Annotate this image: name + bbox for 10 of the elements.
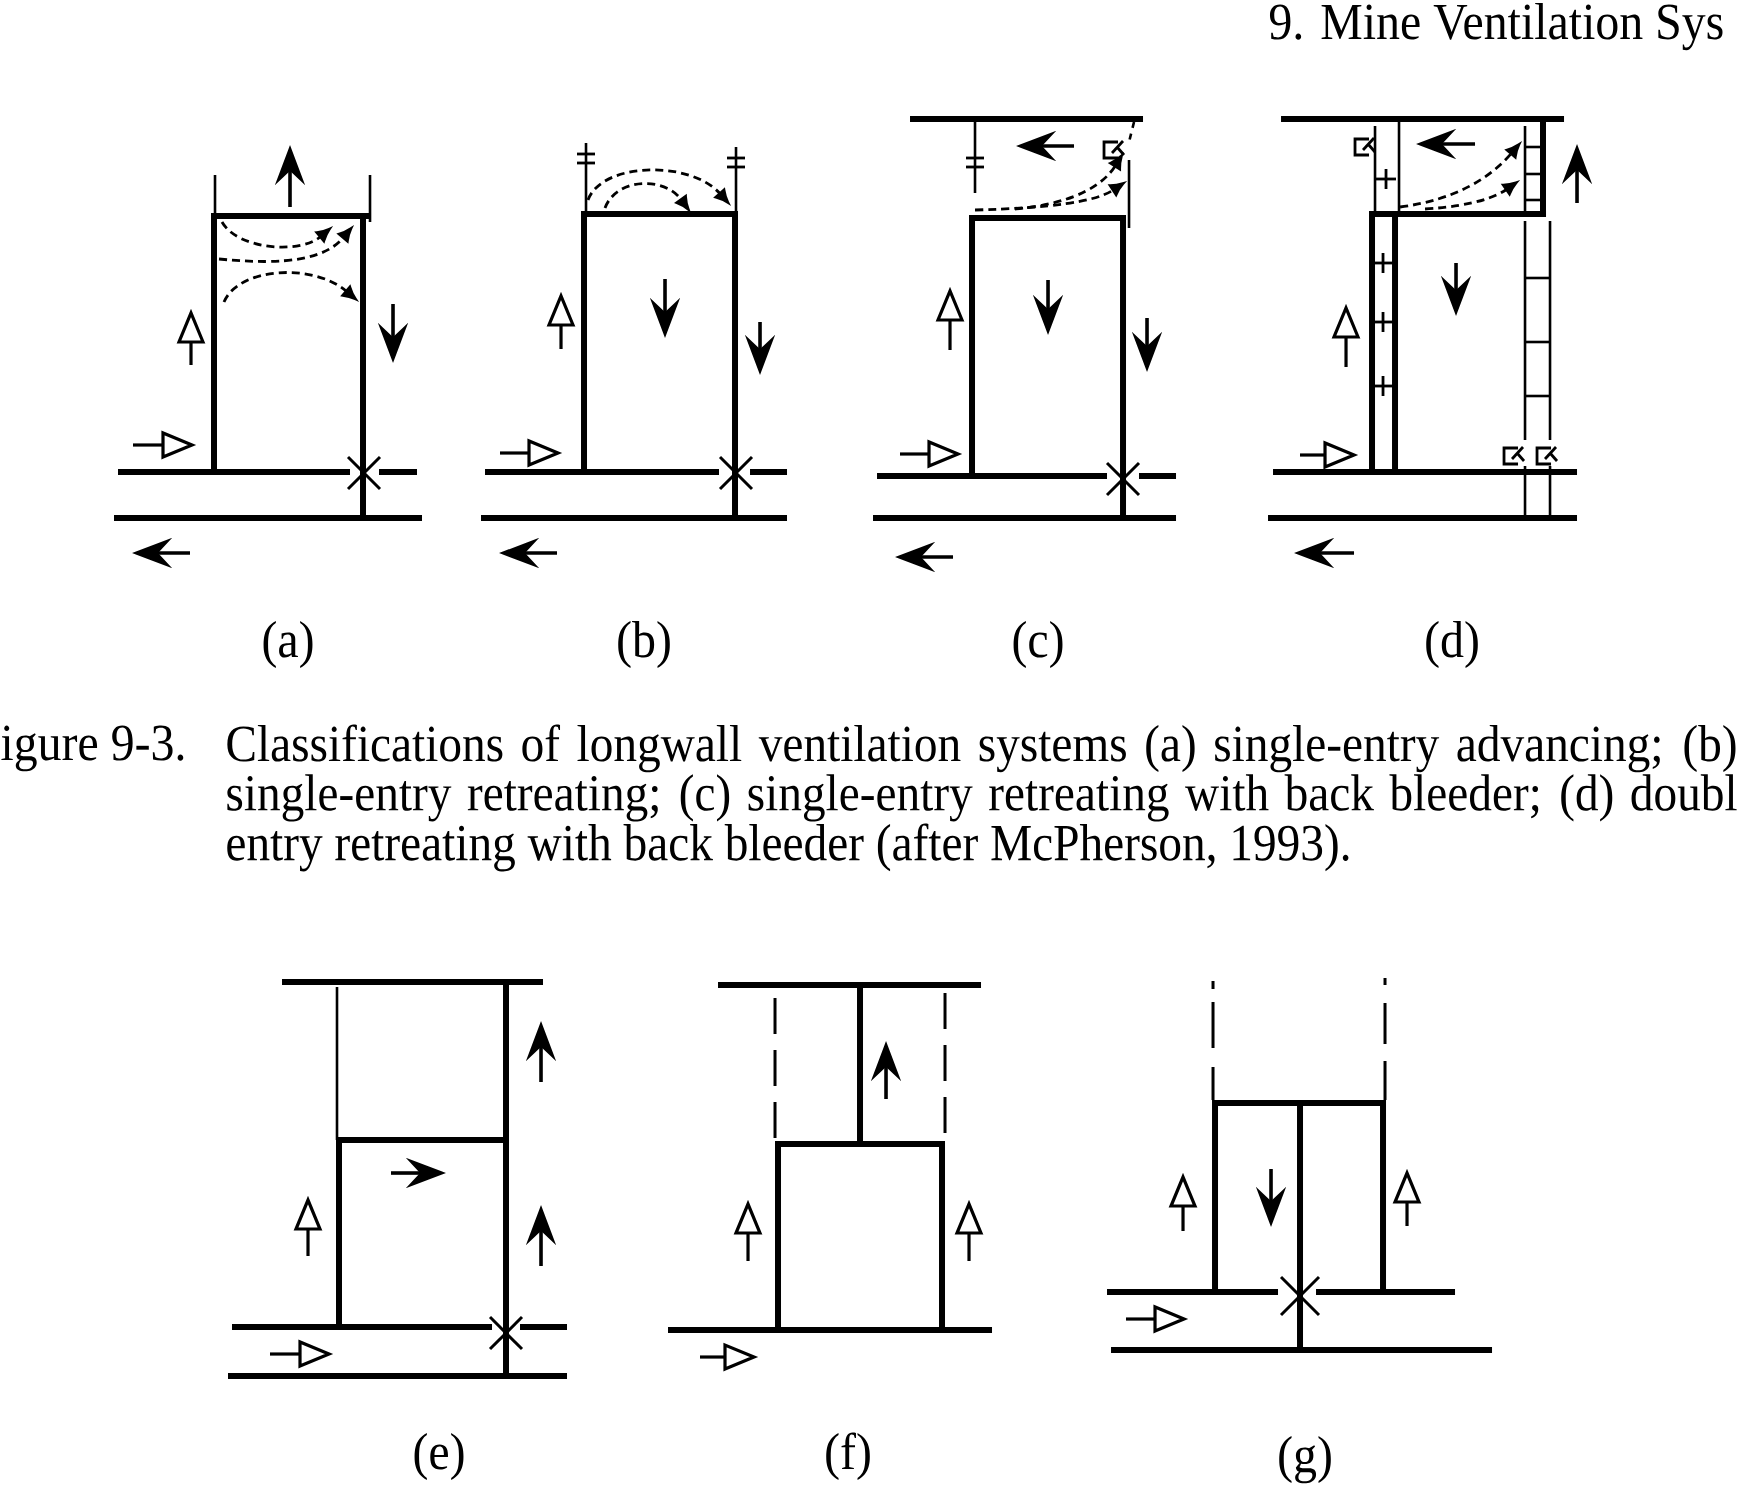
panel-label: (b) bbox=[618, 620, 670, 669]
panel-label: (d) bbox=[1426, 620, 1478, 669]
page-header: 9. Mine Ventilation Sys bbox=[1269, 2, 1723, 51]
figure-number: igure 9-3. bbox=[1, 725, 184, 772]
panel-label: (g) bbox=[1279, 1435, 1331, 1484]
panel-label: (e) bbox=[414, 1432, 464, 1481]
panel-label: (f) bbox=[826, 1432, 870, 1481]
panel-label: (c) bbox=[1013, 620, 1063, 669]
figure-caption: Classifications of longwall ventilation systems (a) single-entry advancing; (b) single-entry retreating; (c) single-entry retreating with back bleeder; (d) doubl entry retreating with back bleeder (after McPherson, 1993). bbox=[227, 724, 1737, 872]
panel-label: (a) bbox=[263, 620, 313, 669]
